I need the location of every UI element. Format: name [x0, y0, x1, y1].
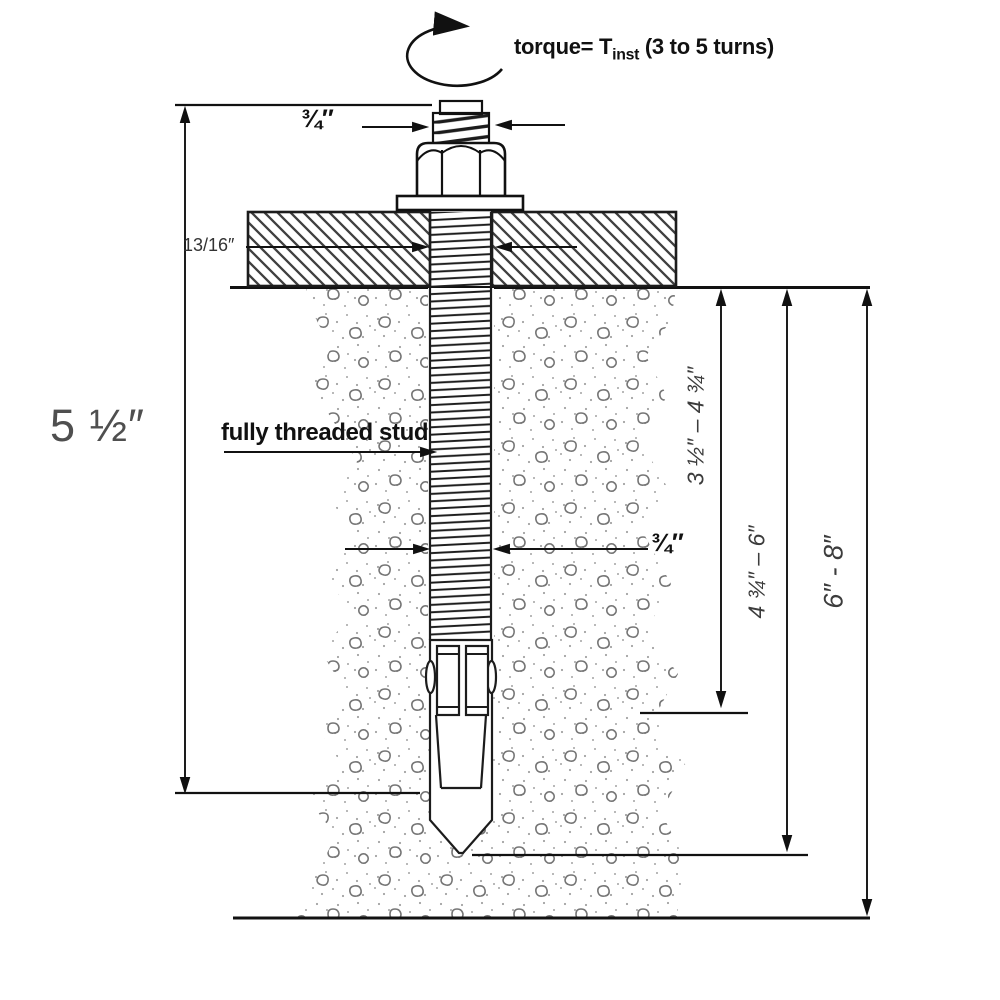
hole-depth-range-label: 4 ¾″ – 6″: [743, 525, 770, 619]
dim-overall-length: [179, 105, 191, 795]
dimension-lines: [175, 103, 873, 917]
stud-diameter-top-label: ¾″: [301, 105, 334, 133]
dim-fixture-thickness: [246, 241, 577, 253]
stud-diameter-embedded-label: ¾″: [651, 529, 684, 557]
torque-note-suffix: (3 to 5 turns): [639, 34, 774, 59]
torque-note-prefix: torque= T: [514, 34, 613, 59]
expansion-clip-right: [464, 644, 490, 717]
fixture-thickness-label: 13/16″: [183, 235, 235, 255]
dim-stud-diameter-embedded: [345, 543, 648, 555]
stud-callout-label: fully threaded stud: [221, 419, 429, 446]
fixture-plate: [246, 210, 678, 288]
threaded-stud: [428, 212, 494, 644]
dim-stud-diameter-top: [362, 119, 565, 133]
torque-note: torque= Tinst (3 to 5 turns): [514, 34, 774, 64]
anchor-body: [424, 638, 498, 855]
clip-dimple-left: [424, 659, 437, 695]
torque-rotation-arrow: [405, 11, 504, 87]
stud-callout-leader: [224, 446, 438, 458]
base-thickness-range-label: 6″ - 8″: [818, 535, 849, 609]
embedment-range-label: 3 ½″ – 4 ¾″: [682, 366, 709, 486]
exposed-threads: [431, 111, 491, 146]
wedge-taper: [434, 714, 488, 790]
hex-nut: [415, 141, 507, 198]
dim-hole-depth-range: [781, 288, 793, 853]
washer-nut-assembly: [395, 99, 525, 212]
washer: [395, 194, 525, 212]
dim-base-thickness-range: [861, 288, 873, 917]
expansion-clip-left: [435, 644, 461, 717]
dim-embedment-range: [715, 288, 727, 709]
torque-note-subscript: inst: [612, 46, 640, 64]
overall-length-label: 5 ½″: [50, 400, 145, 451]
